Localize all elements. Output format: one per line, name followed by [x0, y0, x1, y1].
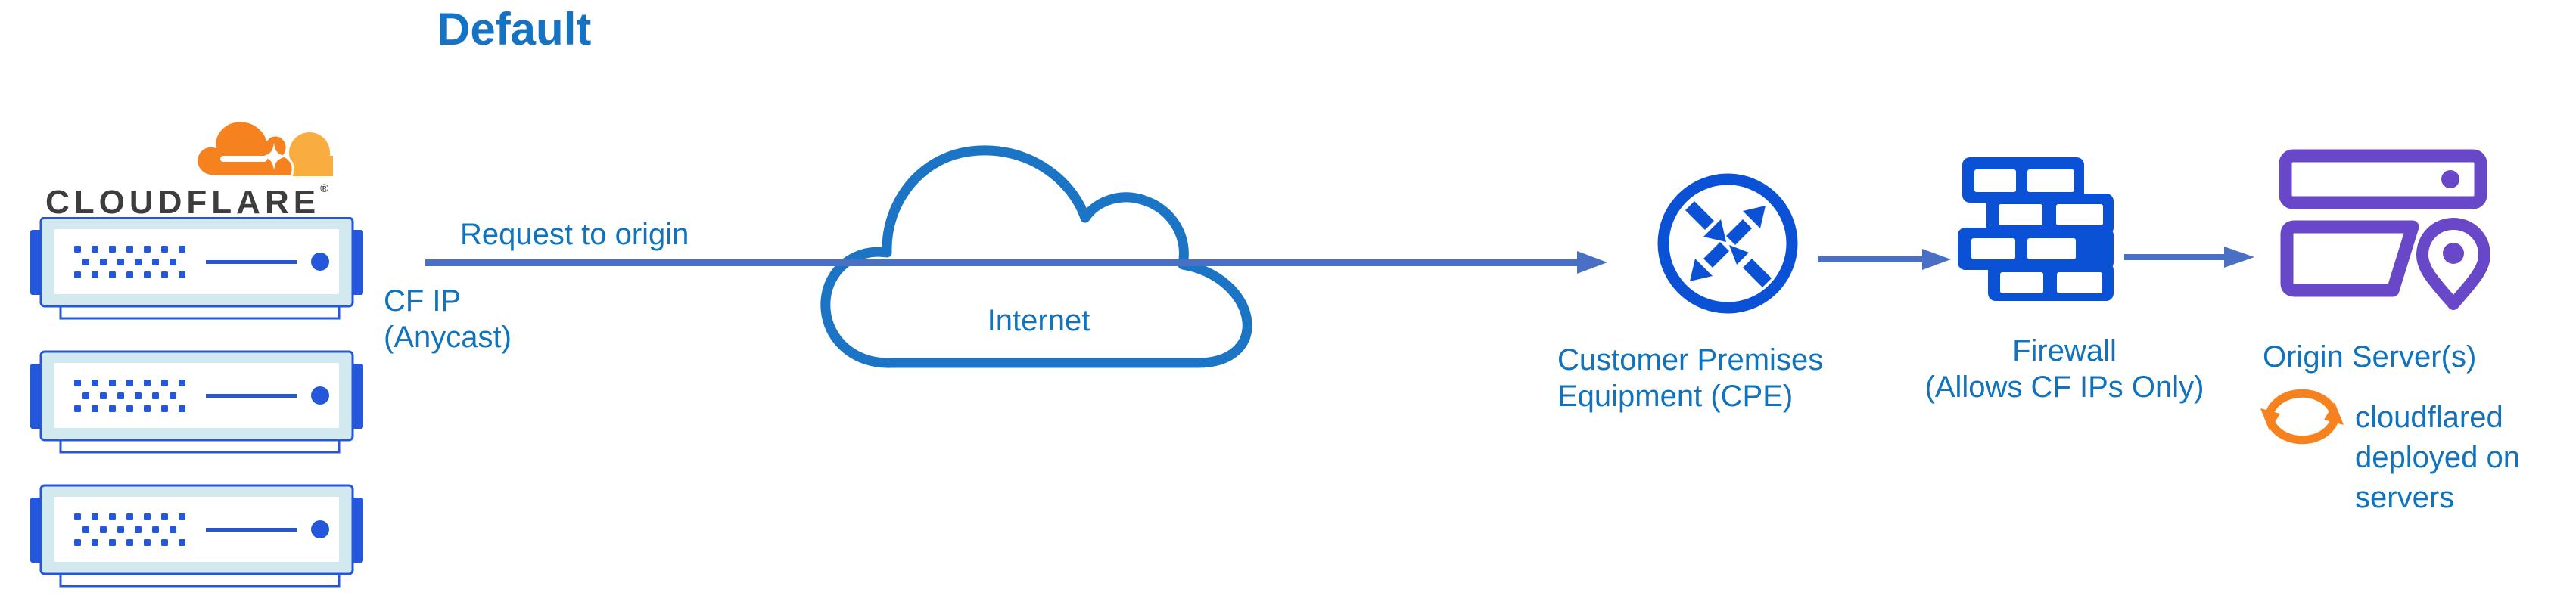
cpe-label: Customer Premises Equipment (CPE) — [1557, 342, 1823, 414]
firewall-brick-wall-icon — [1958, 157, 2114, 301]
request-edge-line — [425, 259, 1577, 266]
firewall-label: Firewall (Allows CF IPs Only) — [1905, 333, 2224, 405]
cpe-label-line2: Equipment (CPE) — [1557, 380, 1794, 413]
request-edge-arrowhead — [1577, 251, 1607, 274]
cloudflare-wordmark-text: CLOUDFLARE — [45, 184, 321, 221]
cloudflared-note-line1: cloudflared — [2355, 401, 2503, 434]
cpe-to-firewall-arrowhead — [1922, 249, 1951, 270]
cpe-to-firewall-line — [1818, 256, 1922, 262]
cloudflare-logo-cloud-icon — [195, 119, 333, 176]
internet-cloud-icon — [820, 145, 1252, 368]
registered-mark: ® — [320, 182, 329, 195]
cpe-router-icon — [1657, 173, 1798, 314]
firewall-to-origin-arrowhead — [2224, 247, 2254, 268]
request-to-origin-label: Request to origin — [460, 218, 689, 251]
sync-icon — [2260, 389, 2344, 445]
cloudflare-wordmark: CLOUDFLARE® — [45, 182, 328, 222]
cf-ip-anycast-label: CF IP (Anycast) — [384, 283, 512, 355]
cf-ip-line1: CF IP — [384, 284, 462, 318]
origin-label: Origin Server(s) — [2263, 340, 2477, 374]
cpe-label-line1: Customer Premises — [1557, 343, 1824, 377]
page-title: Default — [437, 4, 592, 54]
cloudflared-note-line2: deployed on — [2355, 441, 2520, 474]
origin-server-pin-icon — [2279, 149, 2490, 310]
cloudflared-note-line3: servers — [2355, 481, 2455, 514]
firewall-to-origin-line — [2124, 254, 2224, 260]
cloudflared-note: cloudflared deployed on servers — [2355, 398, 2520, 518]
cf-ip-line2: (Anycast) — [384, 321, 512, 354]
cloudflare-server-stack-icon — [30, 217, 363, 588]
internet-label: Internet — [987, 304, 1090, 337]
firewall-label-line2: (Allows CF IPs Only) — [1924, 371, 2204, 404]
firewall-label-line1: Firewall — [2012, 334, 2117, 367]
